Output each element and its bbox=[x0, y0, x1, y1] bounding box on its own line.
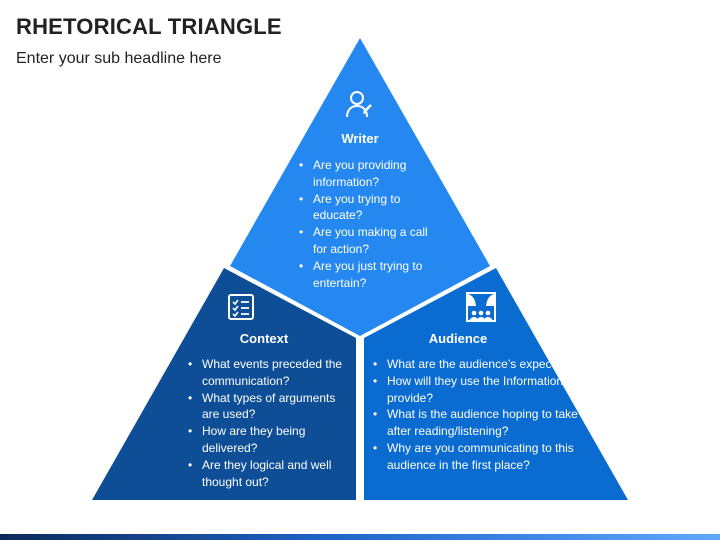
context-bullets: What events preceded the communication? … bbox=[186, 356, 351, 490]
list-item: How are they being delivered? bbox=[186, 423, 351, 457]
list-item: Are you trying to educate? bbox=[297, 191, 435, 225]
checklist-icon bbox=[228, 294, 254, 320]
writer-person-icon bbox=[346, 91, 372, 118]
writer-bullets: Are you providing information? Are you t… bbox=[297, 157, 435, 291]
list-item: What types of arguments are used? bbox=[186, 390, 351, 424]
page-subtitle: Enter your sub headline here bbox=[16, 50, 222, 67]
audience-theater-icon bbox=[466, 292, 496, 322]
list-item: Are you just trying to entertain? bbox=[297, 258, 435, 292]
list-item: What are the audience’s expectations? bbox=[371, 356, 611, 373]
list-item: How will they use the Information you pr… bbox=[371, 373, 611, 407]
bottom-accent-bar bbox=[0, 534, 720, 540]
page-title: RHETORICAL TRIANGLE bbox=[16, 14, 282, 39]
list-item: Are you making a call for action? bbox=[297, 224, 435, 258]
context-title: Context bbox=[239, 331, 289, 346]
list-item: What is the audience hoping to take away… bbox=[371, 406, 611, 440]
list-item: Why are you communicating to this audien… bbox=[371, 440, 611, 474]
audience-title: Audience bbox=[428, 331, 488, 346]
list-item: Are they logical and well thought out? bbox=[186, 457, 351, 491]
list-item: Are you providing information? bbox=[297, 157, 435, 191]
writer-title: Writer bbox=[341, 131, 379, 146]
list-item: What events preceded the communication? bbox=[186, 356, 351, 390]
audience-bullets: What are the audience’s expectations? Ho… bbox=[371, 356, 611, 474]
